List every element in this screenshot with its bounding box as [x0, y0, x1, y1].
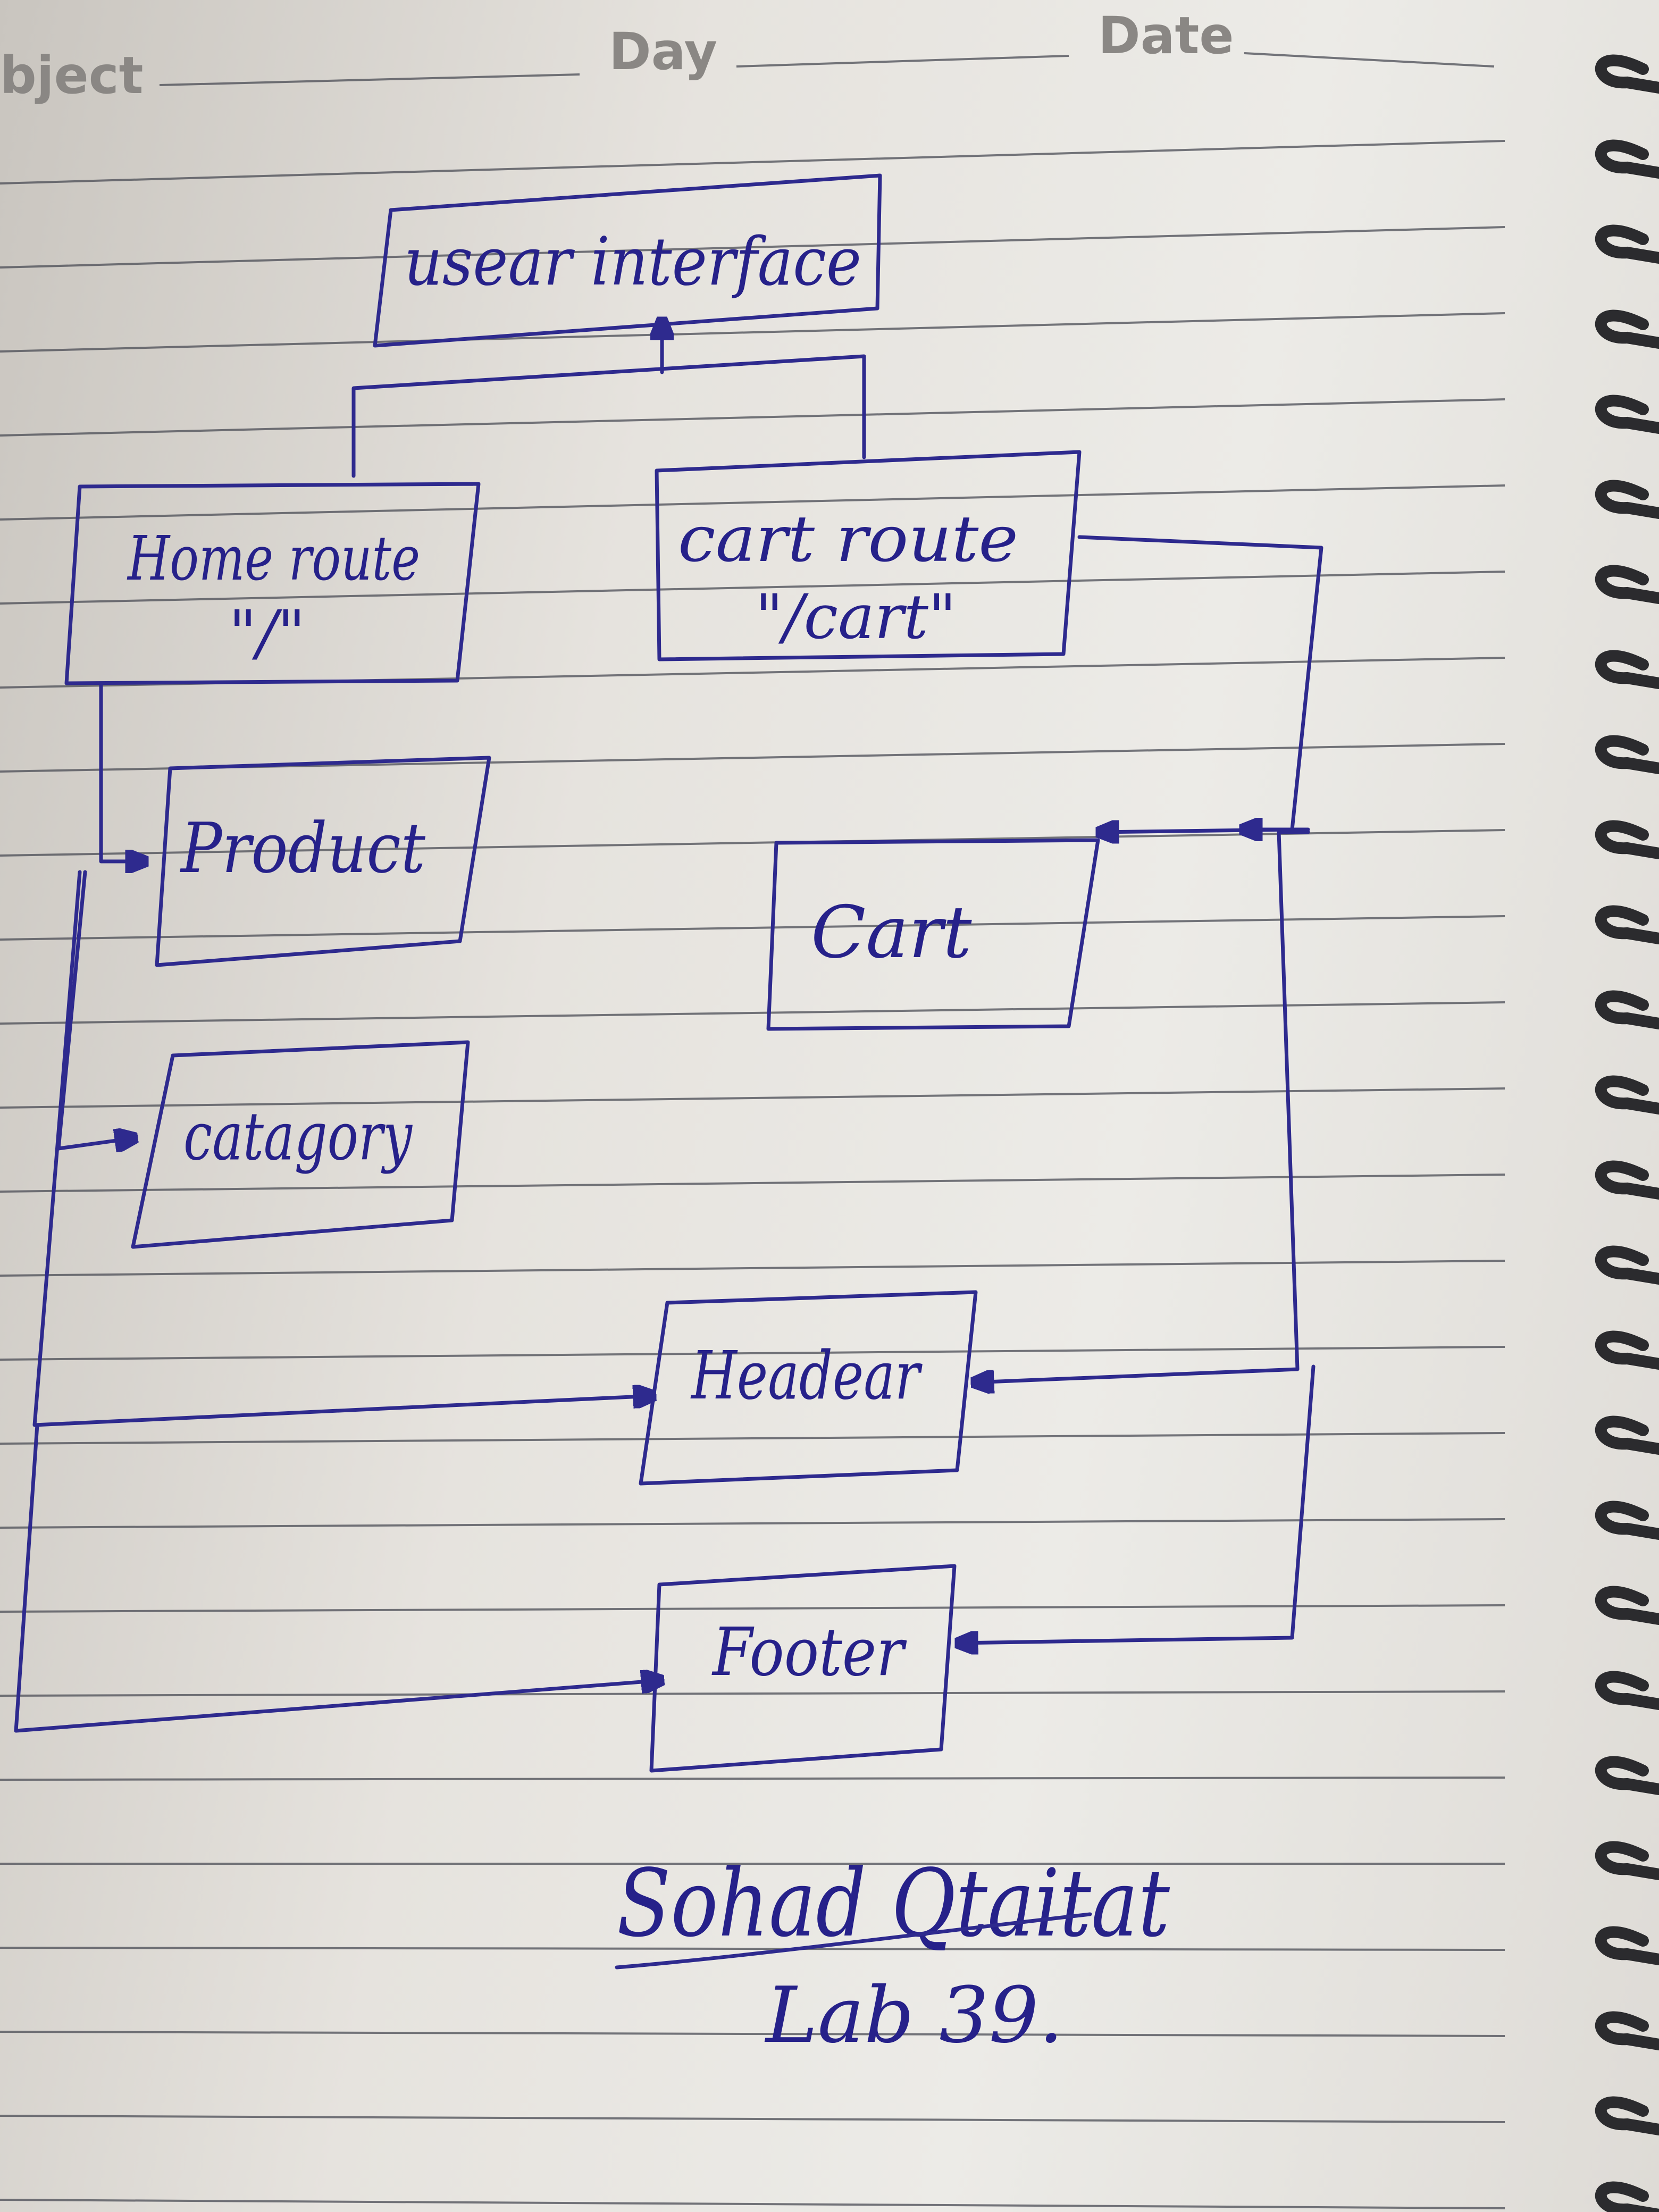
date-label: Date — [1098, 6, 1234, 65]
ruled-line — [0, 1260, 1505, 1277]
cart-route-to-header-edge — [973, 830, 1310, 1382]
home-route-box — [64, 482, 481, 685]
cart-box — [766, 838, 1100, 1031]
product-node: Product — [155, 756, 491, 967]
binding-ring — [1595, 54, 1659, 94]
subject-label: bject — [0, 46, 144, 105]
home-route-title: Home route — [127, 523, 420, 594]
cart-node: Cart — [766, 838, 1100, 1031]
date-line — [1244, 52, 1495, 68]
ruled-line — [0, 1690, 1505, 1697]
home-route-path: "/" — [229, 598, 306, 669]
ruled-line — [0, 1087, 1505, 1109]
binding-ring — [1595, 990, 1659, 1029]
cart-route-to-footer-edge — [957, 1364, 1316, 1643]
author-signature: Sohad Qtaitat — [617, 1850, 1170, 1958]
binding-ring — [1595, 224, 1659, 264]
subject-line — [159, 73, 580, 86]
binding-ring — [1595, 565, 1659, 604]
ruled-line — [0, 1174, 1505, 1193]
user-interface-node: usear interface — [373, 173, 882, 348]
header-node: Headear — [639, 1290, 978, 1486]
ruled-line — [0, 1432, 1505, 1445]
home-to-header-edge — [32, 870, 654, 1427]
home-to-footer-edge — [14, 1423, 662, 1733]
binding-ring — [1595, 1501, 1659, 1540]
binding-ring — [1595, 395, 1659, 434]
user-interface-box — [373, 173, 882, 348]
binding-ring — [1595, 905, 1659, 944]
ruled-line — [0, 1777, 1505, 1781]
binding-ring — [1595, 139, 1659, 179]
user-interface-label: usear interface — [404, 223, 861, 300]
ruled-line — [0, 398, 1505, 437]
category-label: catagory — [183, 1098, 413, 1175]
footer-box — [649, 1564, 957, 1773]
footer-label: Footer — [711, 1614, 907, 1691]
ruled-line — [0, 140, 1505, 185]
footer-node: Footer — [649, 1564, 957, 1773]
day-label: Day — [609, 22, 717, 81]
ruled-line — [0, 2199, 1505, 2209]
binding-ring — [1595, 1841, 1659, 1880]
binding-ring — [1595, 2181, 1659, 2212]
binding-ring — [1595, 1415, 1659, 1455]
binding-rings — [1595, 54, 1659, 2212]
architecture-diagram: usear interface Home route "/" cart rout… — [14, 173, 1323, 1773]
cart-route-path: "/cart" — [755, 582, 957, 653]
ruled-line — [0, 312, 1505, 353]
signature-underline — [615, 1912, 1092, 1970]
product-box — [155, 756, 491, 967]
ruled-line — [0, 226, 1505, 269]
ruled-line — [0, 2115, 1505, 2123]
header-label: Headear — [690, 1337, 922, 1414]
page-header: bject Day Date — [0, 6, 1495, 105]
binding-ring — [1595, 820, 1659, 859]
header-box — [639, 1290, 978, 1486]
binding-ring — [1595, 1586, 1659, 1625]
cart-route-to-cart-edge — [1077, 535, 1323, 832]
ruled-line — [0, 484, 1505, 521]
lab-number: Lab 39. — [764, 1971, 1063, 2060]
ruled-line — [0, 1947, 1505, 1951]
ruled-line — [0, 1001, 1505, 1025]
binding-ring — [1595, 2011, 1659, 2050]
cart-route-title: cart route — [678, 502, 1018, 576]
binding-ring — [1595, 1245, 1659, 1285]
cart-route-box — [655, 450, 1082, 661]
routes-to-ui-connector — [351, 354, 866, 478]
binding-ring — [1595, 480, 1659, 519]
product-label: Product — [180, 808, 425, 889]
ruled-line — [0, 915, 1505, 941]
binding-ring — [1595, 1330, 1659, 1370]
day-line — [736, 55, 1069, 68]
signature-block: Sohad Qtaitat Lab 39. — [615, 1850, 1170, 2060]
home-route-node: Home route "/" — [64, 482, 481, 685]
binding-ring — [1595, 1075, 1659, 1115]
ruled-lines — [0, 140, 1505, 2209]
binding-ring — [1595, 1160, 1659, 1200]
ruled-line — [0, 1346, 1505, 1361]
ruled-line — [0, 571, 1505, 605]
binding-ring — [1595, 309, 1659, 349]
binding-ring — [1595, 1926, 1659, 1965]
category-box — [131, 1040, 470, 1249]
binding-ring — [1595, 1671, 1659, 1710]
binding-ring — [1595, 735, 1659, 774]
ruled-line — [0, 1604, 1505, 1613]
binding-ring — [1595, 2096, 1659, 2135]
ruled-line — [0, 1518, 1505, 1529]
cart-route-node: cart route "/cart" — [655, 450, 1082, 661]
ruled-line — [0, 2031, 1505, 2037]
binding-ring — [1595, 650, 1659, 689]
home-to-product-edge — [99, 681, 146, 861]
binding-ring — [1595, 1756, 1659, 1795]
category-node: catagory — [131, 1040, 470, 1249]
cart-label: Cart — [811, 891, 972, 974]
